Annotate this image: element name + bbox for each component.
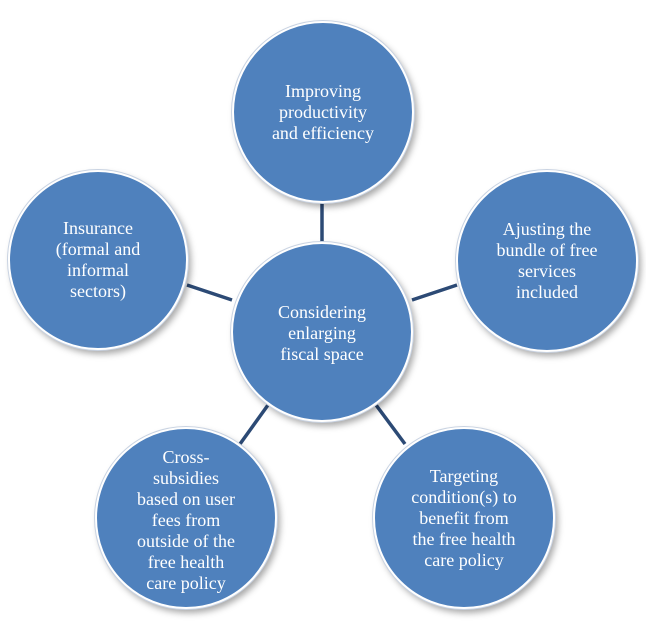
node-cross-subsidies: Cross- subsidies based on user fees from… — [95, 427, 277, 609]
connector-center-right — [411, 283, 458, 302]
node-label: Insurance (formal and informal sectors) — [55, 218, 141, 301]
node-insurance: Insurance (formal and informal sectors) — [8, 170, 188, 350]
center-label: Considering enlarging fiscal space — [278, 301, 366, 364]
node-label: Targeting condition(s) to benefit from t… — [411, 465, 517, 570]
node-label: Improving productivity and efficiency — [271, 80, 375, 143]
node-label: Ajusting the bundle of free services inc… — [496, 219, 598, 302]
node-label: Cross- subsidies based on user fees from… — [137, 446, 235, 593]
connector-center-bottom-left — [238, 403, 270, 446]
node-center-fiscal-space: Considering enlarging fiscal space — [231, 242, 413, 422]
node-adjusting-bundle: Ajusting the bundle of free services inc… — [456, 170, 638, 352]
node-targeting-conditions: Targeting condition(s) to benefit from t… — [373, 427, 555, 609]
node-improving-productivity: Improving productivity and efficiency — [232, 21, 414, 203]
connector-center-bottom-right — [374, 403, 407, 446]
connector-center-left — [186, 283, 233, 302]
